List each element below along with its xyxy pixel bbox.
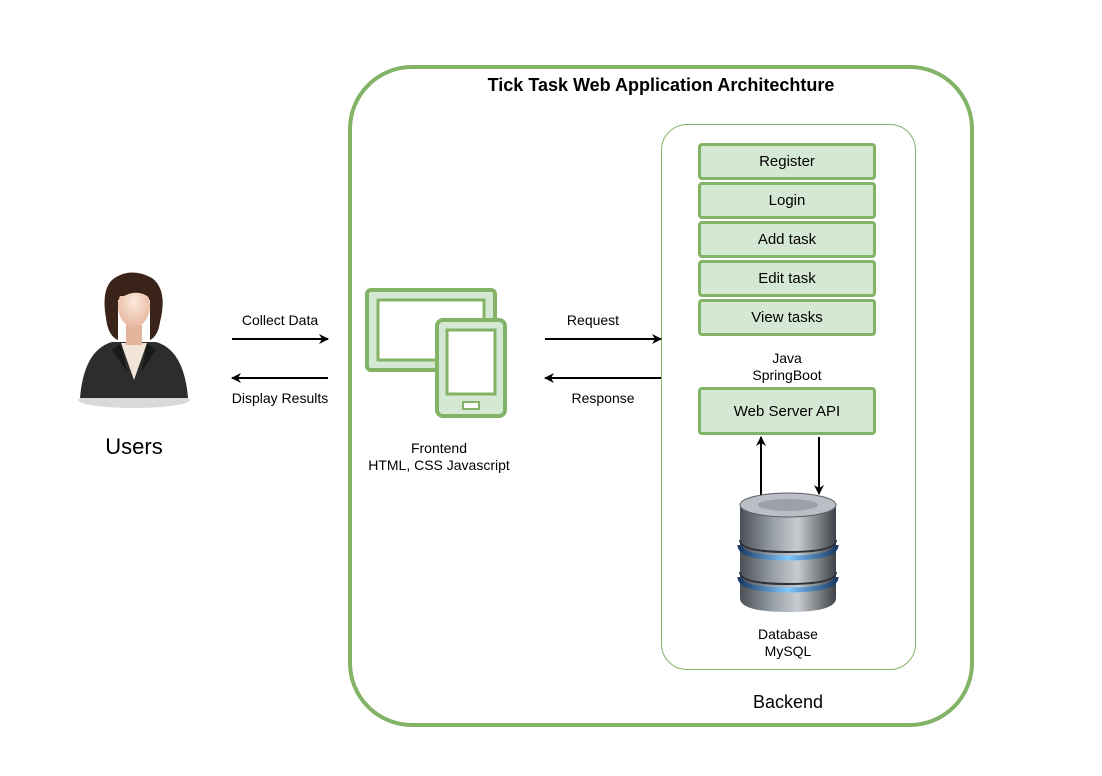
request-label: Request (566, 312, 620, 328)
application-frame (348, 65, 974, 727)
collect-data-label: Collect Data (241, 312, 319, 328)
frontend-tech: HTML, CSS Javascript (368, 457, 510, 473)
feature-view-tasks: View tasks (698, 299, 876, 336)
database-tech: MySQL (764, 643, 812, 659)
database-title: Database (758, 626, 818, 642)
user-avatar-icon (78, 272, 190, 408)
frontend-label: Frontend HTML, CSS Javascript (350, 440, 528, 474)
database-icon (737, 492, 839, 612)
feature-edit-task: Edit task (698, 260, 876, 297)
display-results-label: Display Results (231, 390, 329, 406)
backend-container (661, 124, 916, 670)
stack-springboot: SpringBoot (752, 367, 822, 383)
devices-icon (365, 288, 507, 418)
web-server-api-box: Web Server API (698, 387, 876, 435)
diagram-title: Tick Task Web Application Architechture (487, 75, 835, 95)
feature-login: Login (698, 182, 876, 219)
users-label: Users (105, 434, 163, 459)
database-label: Database MySQL (718, 626, 858, 660)
backend-label: Backend (752, 692, 824, 712)
feature-add-task: Add task (698, 221, 876, 258)
response-label: Response (571, 390, 635, 406)
feature-register: Register (698, 143, 876, 180)
stack-java: Java (772, 350, 802, 366)
frontend-title: Frontend (410, 440, 468, 456)
backend-stack-label: Java SpringBoot (698, 350, 876, 384)
